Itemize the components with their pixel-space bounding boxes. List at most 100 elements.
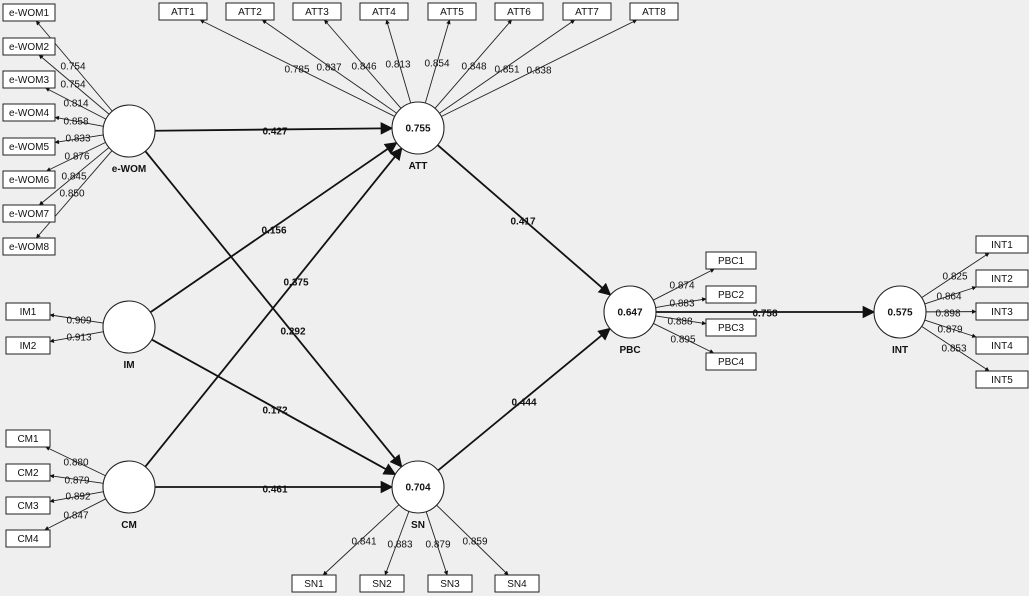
loading-arrow-ewom-8 — [36, 150, 113, 239]
path-coefficient-cm-att: 0.375 — [283, 278, 308, 289]
indicator-box-int-4[interactable]: INT4 — [975, 336, 1029, 355]
indicator-label: PBC2 — [718, 290, 745, 301]
loading-value-ewom-1: 0.754 — [60, 62, 85, 73]
indicator-box-cm-4[interactable]: CM4 — [5, 529, 51, 548]
loading-arrow-pbc-1 — [652, 268, 715, 301]
loading-value-cm-4: 0.847 — [63, 511, 88, 522]
indicator-label: INT1 — [991, 240, 1013, 251]
indicator-box-ewom-4[interactable]: e-WOM4 — [2, 103, 56, 122]
loading-arrow-ewom-4 — [54, 115, 104, 127]
loading-value-att-8: 0.838 — [526, 66, 551, 77]
loading-value-att-3: 0.846 — [351, 62, 376, 73]
indicator-box-pbc-4[interactable]: PBC4 — [705, 352, 757, 371]
loading-value-cm-3: 0.892 — [65, 492, 90, 503]
construct-name: e-WOM — [112, 164, 146, 175]
indicator-box-int-3[interactable]: INT3 — [975, 302, 1029, 321]
loading-arrow-pbc-2 — [655, 297, 707, 309]
loading-arrow-ewom-1 — [35, 20, 113, 112]
indicator-box-int-1[interactable]: INT1 — [975, 235, 1029, 254]
loading-arrow-pbc-4 — [653, 323, 715, 354]
indicator-box-pbc-3[interactable]: PBC3 — [705, 318, 757, 337]
construct-name: ATT — [409, 161, 428, 172]
loading-arrow-ewom-3 — [45, 87, 107, 120]
construct-ewom[interactable]: e-WOM — [102, 104, 156, 175]
indicator-box-im-2[interactable]: IM2 — [5, 336, 51, 355]
indicator-box-att-5[interactable]: ATT5 — [427, 2, 477, 21]
indicator-box-ewom-7[interactable]: e-WOM7 — [2, 204, 56, 223]
indicator-box-att-6[interactable]: ATT6 — [494, 2, 544, 21]
loading-arrow-ewom-2 — [38, 54, 110, 115]
path-arrow-ewom-sn[interactable] — [144, 150, 403, 468]
indicator-label: CM2 — [17, 468, 39, 479]
indicator-box-att-3[interactable]: ATT3 — [292, 2, 342, 21]
path-arrow-cm-att[interactable] — [144, 147, 403, 468]
loading-arrow-ewom-5 — [54, 134, 104, 145]
indicator-box-att-4[interactable]: ATT4 — [359, 2, 409, 21]
path-coefficient-ewom-att: 0.427 — [262, 127, 287, 138]
indicator-box-ewom-5[interactable]: e-WOM5 — [2, 137, 56, 156]
indicator-label: IM1 — [20, 307, 37, 318]
construct-name: INT — [892, 345, 908, 356]
path-arrow-att-pbc[interactable] — [437, 144, 612, 296]
loading-arrow-cm-2 — [49, 474, 104, 484]
indicator-label: ATT3 — [305, 7, 329, 18]
indicator-label: e-WOM3 — [9, 75, 49, 86]
loading-arrow-im-2 — [49, 331, 104, 343]
indicator-box-ewom-1[interactable]: e-WOM1 — [2, 3, 56, 22]
indicator-label: ATT7 — [575, 7, 599, 18]
loading-value-pbc-2: 0.883 — [669, 299, 694, 310]
indicator-label: SN3 — [440, 579, 460, 590]
indicator-box-cm-1[interactable]: CM1 — [5, 429, 51, 448]
indicator-box-int-2[interactable]: INT2 — [975, 269, 1029, 288]
indicator-box-int-5[interactable]: INT5 — [975, 370, 1029, 389]
construct-im[interactable]: IM — [102, 300, 156, 371]
indicator-box-sn-4[interactable]: SN4 — [494, 574, 540, 593]
indicator-box-pbc-1[interactable]: PBC1 — [705, 251, 757, 270]
path-arrow-im-sn[interactable] — [151, 338, 397, 476]
indicator-box-cm-3[interactable]: CM3 — [5, 496, 51, 515]
indicator-box-pbc-2[interactable]: PBC2 — [705, 285, 757, 304]
path-coefficient-sn-pbc: 0.444 — [511, 398, 536, 409]
indicator-box-att-7[interactable]: ATT7 — [562, 2, 612, 21]
path-arrow-im-att[interactable] — [149, 142, 398, 313]
indicator-box-att-2[interactable]: ATT2 — [225, 2, 275, 21]
path-coefficient-im-sn: 0.172 — [262, 406, 287, 417]
loading-value-im-1: 0.909 — [66, 316, 91, 327]
indicator-box-cm-2[interactable]: CM2 — [5, 463, 51, 482]
loading-arrow-att-5 — [424, 19, 451, 104]
indicator-label: e-WOM4 — [9, 108, 49, 119]
path-coefficient-ewom-sn: 0.292 — [280, 327, 305, 338]
indicator-box-sn-3[interactable]: SN3 — [427, 574, 473, 593]
loading-value-ewom-3: 0.814 — [63, 99, 88, 110]
path-coefficient-att-pbc: 0.417 — [510, 217, 535, 228]
indicator-box-ewom-8[interactable]: e-WOM8 — [2, 237, 56, 256]
indicator-box-ewom-6[interactable]: e-WOM6 — [2, 170, 56, 189]
indicator-box-att-1[interactable]: ATT1 — [158, 2, 208, 21]
indicator-box-sn-2[interactable]: SN2 — [359, 574, 405, 593]
loading-value-att-6: 0.848 — [461, 62, 486, 73]
loading-arrow-att-8 — [441, 19, 638, 117]
indicator-box-ewom-3[interactable]: e-WOM3 — [2, 70, 56, 89]
indicator-label: ATT5 — [440, 7, 464, 18]
indicator-box-sn-1[interactable]: SN1 — [291, 574, 337, 593]
path-arrow-sn-pbc[interactable] — [437, 327, 611, 472]
loading-arrow-att-4 — [385, 19, 412, 104]
path-arrow-ewom-att[interactable] — [154, 122, 394, 135]
loading-value-cm-1: 0.880 — [63, 458, 88, 469]
indicator-label: PBC1 — [718, 256, 745, 267]
construct-cm[interactable]: CM — [102, 460, 156, 531]
loading-arrow-att-2 — [261, 19, 397, 114]
indicator-box-att-8[interactable]: ATT8 — [629, 2, 679, 21]
indicator-label: ATT8 — [642, 7, 666, 18]
indicator-box-ewom-2[interactable]: e-WOM2 — [2, 37, 56, 56]
loading-value-ewom-4: 0.858 — [63, 117, 88, 128]
loading-arrow-sn-3 — [425, 511, 449, 576]
indicator-label: CM1 — [17, 434, 39, 445]
loading-value-sn-4: 0.859 — [462, 537, 487, 548]
indicator-box-im-1[interactable]: IM1 — [5, 302, 51, 321]
